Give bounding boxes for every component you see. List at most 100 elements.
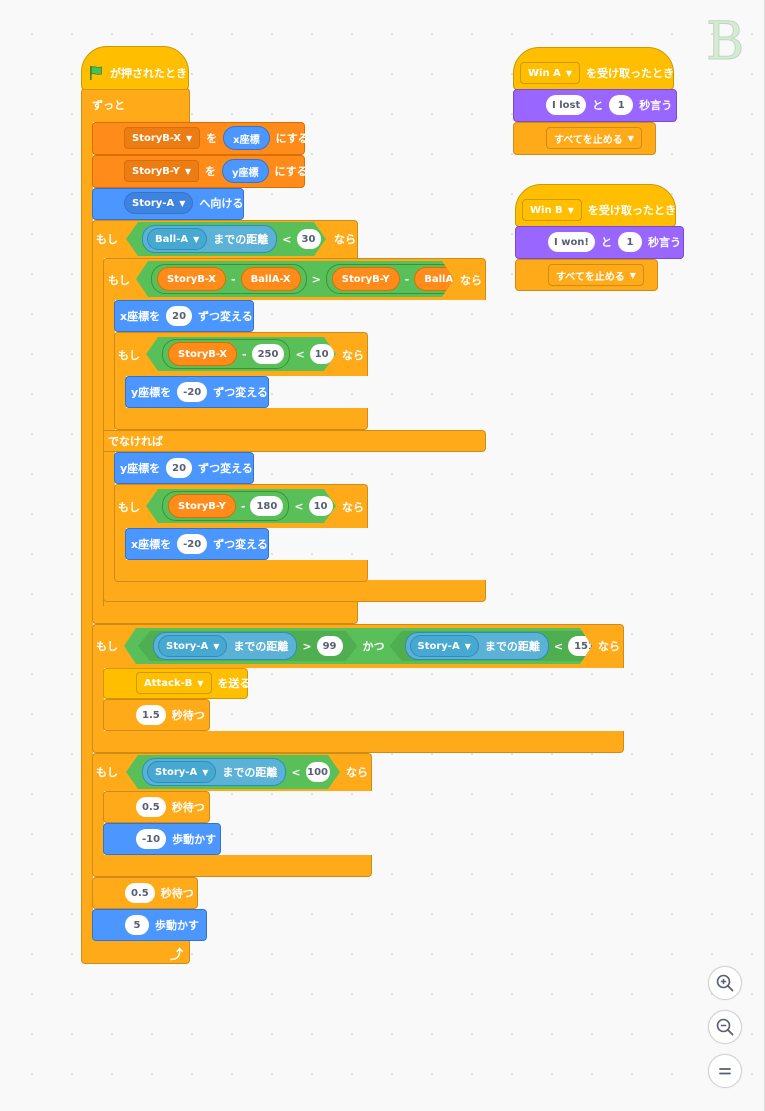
less-than-operator: < — [553, 639, 564, 653]
dropdown-arrow-icon: ▼ — [184, 166, 192, 176]
stop-option-dropdown[interactable]: すべてを止める▼ — [546, 127, 642, 149]
say-for-secs-block[interactable] — [513, 89, 677, 122]
subtract-reporter[interactable]: StoryB-Y - 180 — [162, 491, 289, 521]
move-label: 歩動かす — [172, 833, 217, 846]
then-label: なら — [598, 640, 620, 653]
balla-x-reporter[interactable]: BallA-X — [241, 267, 301, 291]
storyb-x-reporter[interactable]: StoryB-X — [168, 342, 237, 366]
compare-value-input[interactable]: 10 — [310, 344, 334, 364]
say-seconds-input[interactable]: 1 — [609, 95, 634, 115]
distance-value-input[interactable]: 30 — [297, 229, 321, 249]
less-than-condition[interactable]: Ball-A▼ までの距離 < 30 — [126, 222, 326, 256]
forever-arm — [81, 118, 93, 942]
if-label: もし — [118, 349, 140, 362]
less-than-condition[interactable]: Story-A▼ までの距離 < 100 — [126, 755, 340, 789]
wait-label: 秒待つ — [160, 887, 194, 900]
else-label: でなければ — [108, 435, 163, 448]
change-x-value-input[interactable]: -20 — [177, 534, 208, 554]
greater-than-condition[interactable]: Story-A▼ までの距離 > 99 — [138, 631, 358, 661]
receive-message-dropdown[interactable]: Win B▼ — [522, 199, 582, 221]
say-to-label: と — [592, 99, 604, 112]
variable-dropdown-storyb-x[interactable]: StoryB-X▼ — [124, 127, 201, 149]
dropdown-arrow-icon: ▼ — [202, 767, 209, 777]
zoom-in-button[interactable] — [708, 966, 742, 1000]
subtract-value-input[interactable]: 180 — [250, 496, 283, 516]
wait-seconds-input[interactable]: 0.5 — [136, 797, 166, 817]
if-y-edge-bottom — [114, 560, 368, 582]
change-y-label: y座標を — [131, 386, 172, 399]
subtract-reporter-x[interactable]: StoryB-X - BallA-X — [151, 264, 307, 294]
subtract-value-input[interactable]: 250 — [252, 344, 285, 364]
compare-value-input[interactable]: 10 — [309, 496, 333, 516]
minus-operator: - — [404, 272, 410, 286]
less-than-condition[interactable]: StoryB-X - 250 < 10 — [146, 337, 336, 371]
zoom-reset-icon — [719, 1068, 731, 1075]
x-position-reporter[interactable]: x座標 — [223, 126, 270, 150]
y-position-reporter[interactable]: y座標 — [222, 159, 269, 183]
then-label: なら — [342, 349, 364, 362]
say-text-input[interactable]: I lost — [546, 95, 587, 115]
distance-to-reporter[interactable]: Story-A▼ までの距離 — [405, 632, 549, 660]
say-seconds-input[interactable]: 1 — [618, 232, 642, 252]
if-close-arm — [92, 788, 104, 860]
if-attack-bottom — [92, 731, 624, 753]
dropdown-arrow-icon: ▼ — [629, 270, 636, 280]
change-suffix-label: ずつ変える — [198, 462, 253, 475]
say-text-input[interactable]: I won! — [548, 232, 595, 252]
green-flag-icon — [90, 66, 102, 80]
receive-label: を受け取ったとき — [587, 204, 676, 217]
wait-seconds-input[interactable]: 1.5 — [136, 705, 166, 725]
wait-label: 秒待つ — [171, 801, 205, 814]
less-than-condition[interactable]: Story-A▼ までの距離 < 151 — [390, 631, 616, 661]
storyb-y-reporter[interactable]: StoryB-Y — [332, 267, 400, 291]
if-else-bottom — [103, 580, 486, 602]
zoom-out-button[interactable] — [708, 1010, 742, 1044]
greater-than-operator: > — [311, 272, 321, 286]
distance-target-dropdown[interactable]: Story-A▼ — [410, 635, 479, 657]
zoom-reset-button[interactable] — [708, 1054, 742, 1088]
distance-target-dropdown[interactable]: Story-A▼ — [158, 635, 227, 657]
say-for-secs-block[interactable] — [515, 226, 684, 259]
wait-block[interactable] — [103, 699, 210, 731]
distance-to-reporter[interactable]: Story-A▼ までの距離 — [142, 758, 286, 786]
subtract-reporter[interactable]: StoryB-X - 250 — [162, 339, 290, 369]
less-than-operator: < — [291, 765, 301, 779]
change-suffix-label: ずつ変える — [198, 310, 253, 323]
move-steps-block[interactable] — [92, 909, 207, 941]
move-steps-input[interactable]: 5 — [125, 915, 149, 935]
if-label: もし — [96, 766, 118, 779]
letter-b-logo: B — [706, 12, 745, 72]
receive-message-dropdown[interactable]: Win A▼ — [520, 62, 580, 84]
greater-than-condition[interactable]: StoryB-X - BallA-X > StoryB-Y - BallA-Y — [136, 261, 454, 297]
and-condition[interactable]: Story-A▼ までの距離 > 99 かつ Story-A▼ までの距離 < … — [124, 628, 592, 664]
storyb-x-reporter[interactable]: StoryB-X — [157, 267, 226, 291]
dropdown-arrow-icon: ▼ — [185, 133, 193, 143]
distance-to-reporter[interactable]: Story-A▼ までの距離 — [153, 632, 297, 660]
change-y-value-input[interactable]: -20 — [177, 382, 208, 402]
distance-value-input[interactable]: 100 — [306, 762, 330, 782]
forever-label: ずっと — [92, 99, 125, 112]
less-than-operator: < — [295, 347, 305, 361]
set-wo-label: を — [206, 132, 218, 145]
variable-dropdown-storyb-y[interactable]: StoryB-Y▼ — [124, 160, 200, 182]
stop-option-dropdown[interactable]: すべてを止める▼ — [548, 264, 644, 286]
storyb-y-reporter[interactable]: StoryB-Y — [168, 494, 236, 518]
distance-to-reporter[interactable]: Ball-A▼ までの距離 — [142, 225, 277, 253]
less-than-condition[interactable]: StoryB-Y - 180 < 10 — [146, 489, 336, 523]
change-x-value-input[interactable]: 20 — [166, 306, 193, 326]
zoom-in-icon — [716, 974, 734, 992]
distance-target-dropdown[interactable]: Story-A▼ — [147, 761, 216, 783]
move-steps-input[interactable]: -10 — [136, 829, 167, 849]
broadcast-message-dropdown[interactable]: Attack-B▼ — [136, 672, 212, 694]
distance-target-dropdown[interactable]: Ball-A▼ — [147, 228, 207, 250]
if-ball-arm — [92, 256, 104, 610]
point-target-dropdown[interactable]: Story-A▼ — [124, 192, 194, 214]
change-x-label: x座標を — [131, 538, 172, 551]
distance-min-input[interactable]: 99 — [317, 636, 343, 656]
if-label: もし — [96, 233, 118, 246]
when-flag-clicked-hat[interactable] — [81, 46, 189, 90]
wait-seconds-input[interactable]: 0.5 — [125, 883, 155, 903]
and-label: かつ — [362, 640, 385, 653]
change-y-value-input[interactable]: 20 — [166, 458, 193, 478]
